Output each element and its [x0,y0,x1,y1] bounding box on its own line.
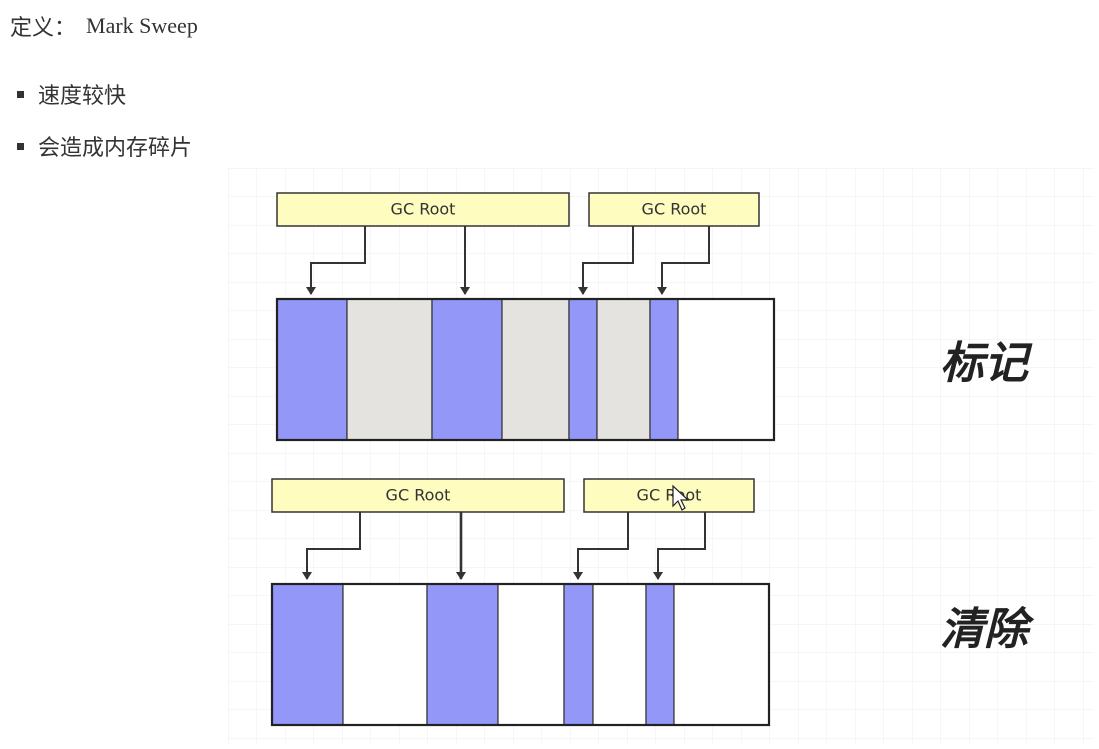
memory-block-free [677,298,775,441]
reference-arrow [573,512,629,580]
definition-line: 定义： Mark Sweep [10,8,198,44]
memory-block-reachable [649,298,679,441]
gc-root-label: GC Root [386,486,451,505]
gc-root-label: GC Root [642,200,707,219]
mark-panel: GC Root GC Root 标记 [275,192,1033,442]
memory-block-free [497,583,565,726]
memory-row-border [275,297,776,442]
memory-block-unreachable [346,298,433,441]
list-item-text: 速度较快 [38,84,127,109]
memory-block-row [270,582,771,727]
gc-root-label: GC Root [637,486,702,505]
gc-root-label: GC Root [391,200,456,219]
list-item: 会造成内存碎片 [10,126,192,166]
reference-arrow [657,226,710,295]
definition-label: 定义： [10,16,77,41]
reference-arrow [302,512,361,580]
memory-block-reachable [645,583,675,726]
gc-root-box: GC Root [276,192,570,227]
memory-block-reachable [276,298,348,441]
memory-block-free [342,583,428,726]
memory-block-row [275,297,776,442]
memory-row-border [270,582,771,727]
list-item-text: 会造成内存碎片 [38,136,193,161]
reference-arrow [653,512,706,580]
gc-root-box-shape [276,192,570,227]
square-bullet-icon [17,90,24,98]
panel-label-mark: 标记 [940,338,1033,389]
memory-block-free [673,583,770,726]
gc-root-box: GC Root [583,478,755,513]
memory-block-reachable [426,583,499,726]
memory-block-unreachable [596,298,651,441]
panel-label-sweep: 清除 [940,604,1035,655]
memory-block-reachable [568,298,598,441]
reference-arrow [306,226,366,295]
list-item: 速度较快 [10,74,192,114]
definition-value: Mark Sweep [86,13,198,38]
square-bullet-icon [17,142,24,150]
memory-block-free [592,583,647,726]
feature-list: 速度较快 会造成内存碎片 [10,74,192,178]
memory-block-reachable [431,298,503,441]
memory-block-reachable [271,583,344,726]
gc-root-box-shape [588,192,760,227]
gc-root-box: GC Root [271,478,565,513]
gc-root-box-shape [583,478,755,513]
mark-sweep-diagram: GC Root GC Root 标记 GC Root [228,168,1094,744]
reference-arrow [578,226,634,295]
gc-root-box-shape [271,478,565,513]
memory-block-reachable [563,583,594,726]
memory-block-unreachable [501,298,570,441]
mouse-cursor-icon [672,484,690,511]
gc-root-box: GC Root [588,192,760,227]
sweep-panel: GC Root GC Root 清除 [270,478,1035,727]
